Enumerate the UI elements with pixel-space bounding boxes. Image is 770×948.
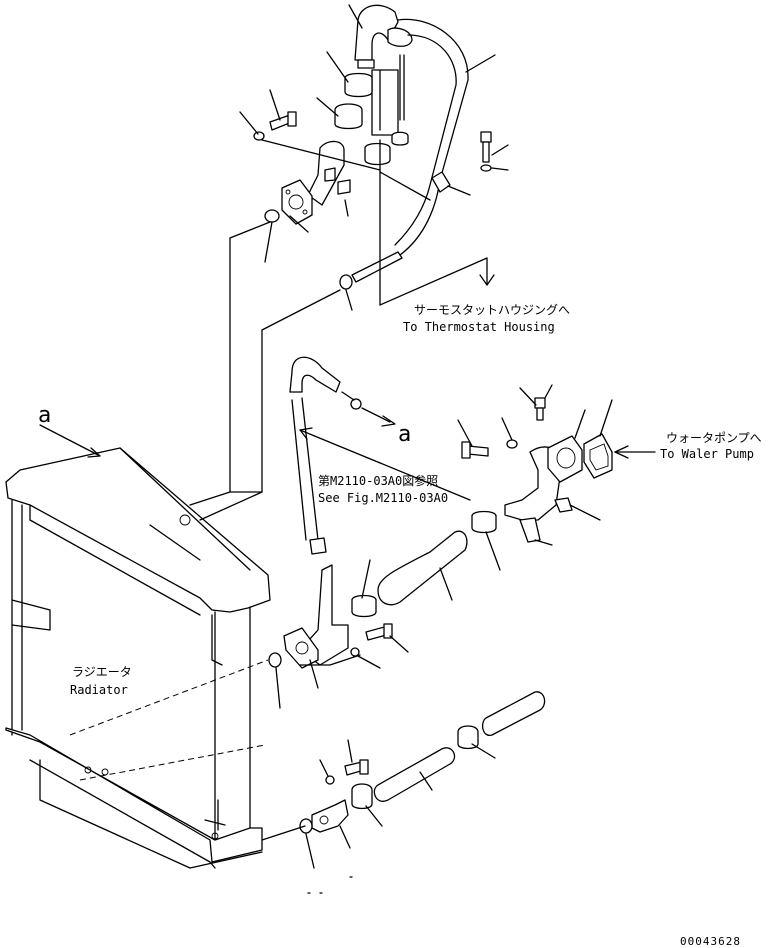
radiator [5,447,271,869]
upper-hose-group [253,4,492,290]
water-pump-label-en: To Waler Pump [660,447,754,461]
radiator-label-jp: ラジエータ [72,665,132,679]
water-pump-group [69,384,656,781]
thermostat-label-jp: サーモスタットハウジングへ [414,303,571,317]
see-figure-label-jp: 第M2110-03A0図参照 [318,474,439,488]
radiator-label-en: Radiator [70,683,128,697]
bypass-hose [39,356,471,555]
reference-letter-a-left: a [38,403,52,428]
thermostat-label-en: To Thermostat Housing [403,320,555,334]
see-figure-label-en: See Fig.M2110-03A0 [318,491,449,505]
reference-letter-a-right: a [398,422,412,447]
upper-leaders [189,4,509,521]
water-pump-label-jp: ウォータポンプへ [666,431,762,445]
drawing-number: 00043628 [680,935,741,948]
lower-hose-group [261,691,546,894]
